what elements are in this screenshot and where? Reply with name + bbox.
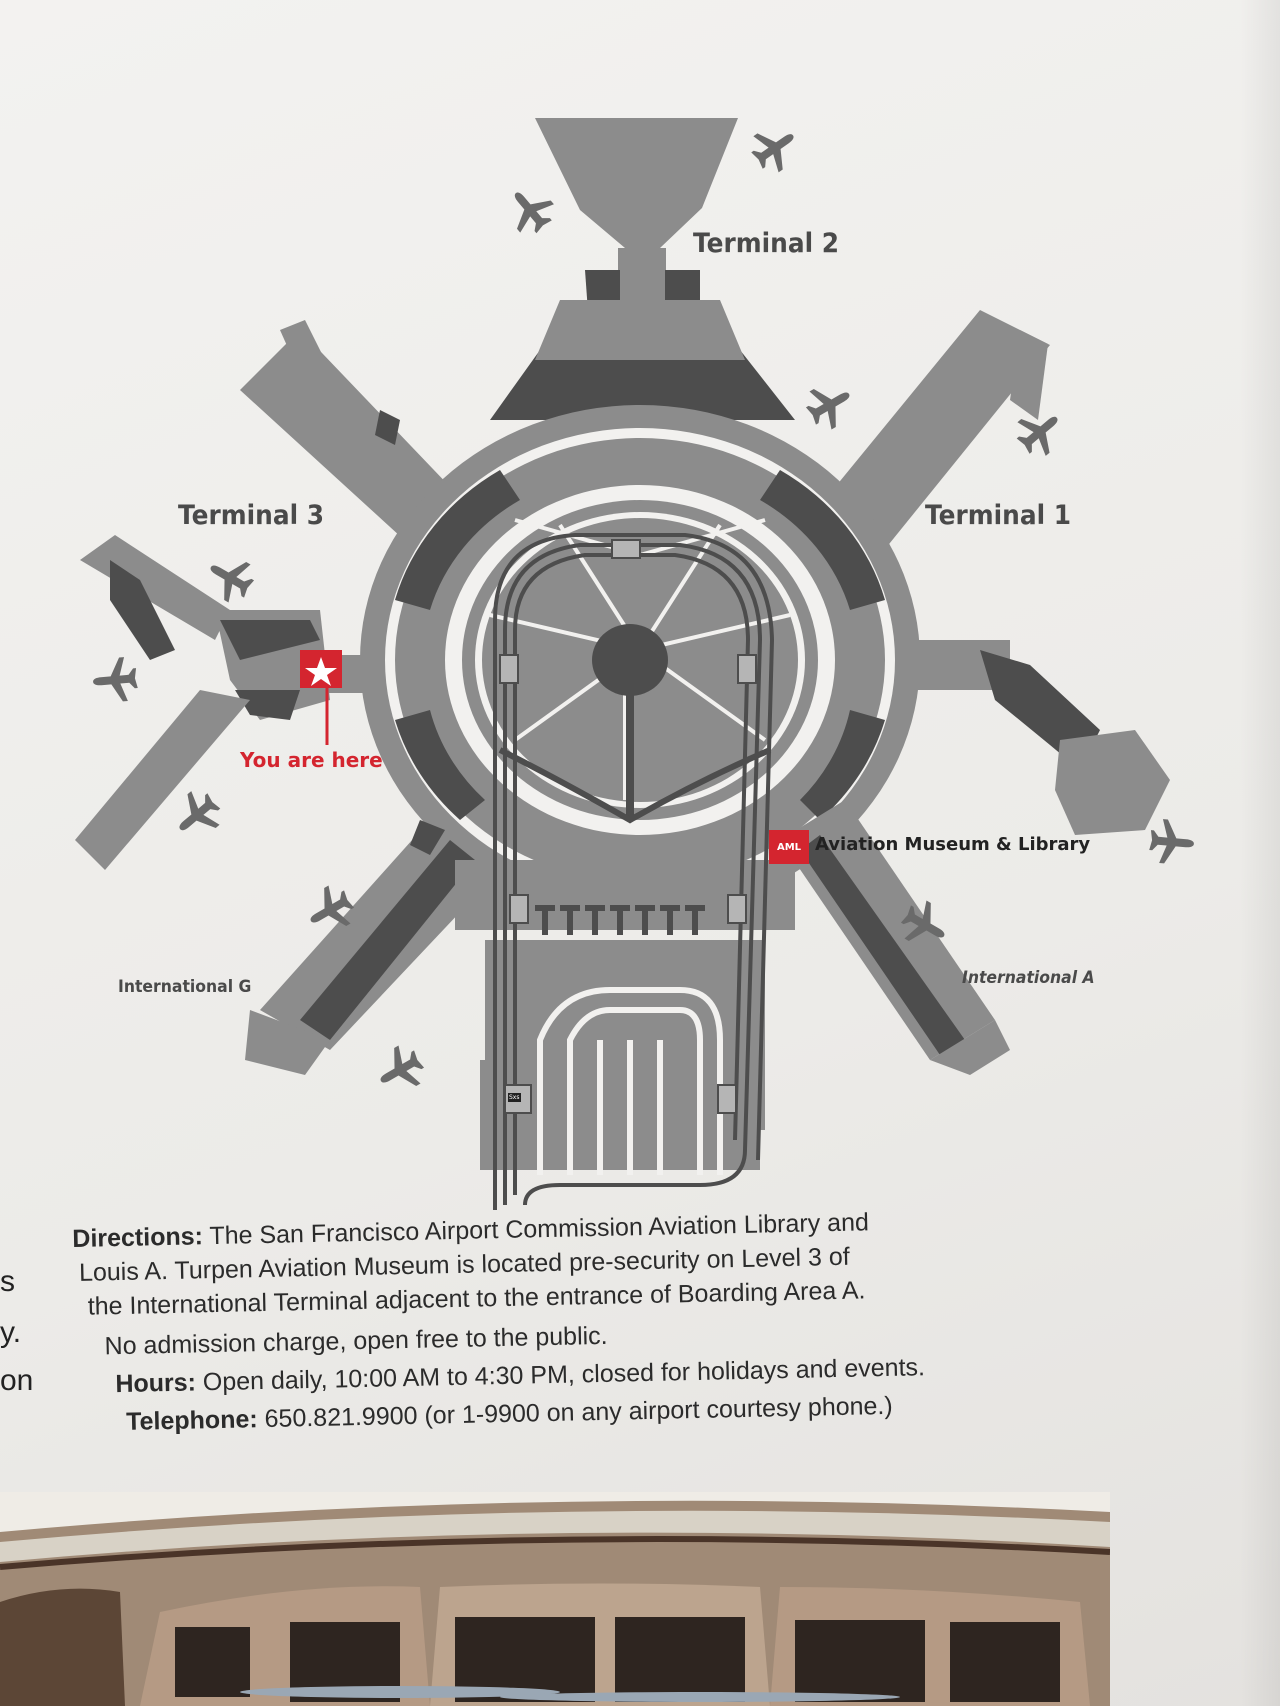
international-g-label: International G bbox=[118, 977, 252, 997]
margin-fragment-1: s bbox=[0, 1265, 15, 1298]
international-g-pier bbox=[245, 820, 495, 1075]
telephone-label: Telephone: bbox=[125, 1405, 258, 1436]
plane-icon-2 bbox=[499, 179, 561, 241]
margin-fragment-2: y. bbox=[0, 1316, 22, 1349]
plane-icon-1 bbox=[744, 117, 806, 179]
terminal-3-label: Terminal 3 bbox=[178, 500, 325, 531]
airtrain-stations bbox=[499, 539, 757, 1114]
plane-icon-4 bbox=[1009, 401, 1071, 463]
curbside-t-markers bbox=[535, 905, 705, 935]
international-a-pier bbox=[780, 800, 1010, 1075]
directions-block: Directions: The San Francisco Airport Co… bbox=[72, 1199, 1196, 1440]
international-terminal bbox=[455, 860, 795, 1175]
plane-icon-9 bbox=[369, 1039, 431, 1101]
plane-icon-11 bbox=[1148, 818, 1196, 866]
aml-badge: AML bbox=[769, 830, 809, 864]
margin-fragment-3: on bbox=[0, 1364, 34, 1397]
boarding-area-west bbox=[75, 535, 380, 870]
directions-heading: Directions: bbox=[72, 1222, 204, 1253]
boarding-area-east bbox=[880, 640, 1170, 835]
poster-edge-shadow bbox=[1240, 0, 1280, 1706]
plane-icon-6 bbox=[91, 656, 139, 704]
international-a-label: International A bbox=[962, 968, 1095, 988]
aviation-museum-label: Aviation Museum & Library bbox=[815, 834, 1091, 855]
museum-photo-art bbox=[0, 1492, 1110, 1706]
terminal-2-label: Terminal 2 bbox=[693, 228, 840, 259]
hours-label: Hours: bbox=[115, 1368, 197, 1399]
you-are-here-marker bbox=[300, 650, 342, 745]
terminal-2-pier bbox=[490, 118, 795, 420]
shuttle-badge: Sxs bbox=[508, 1093, 521, 1102]
plane-icon-7 bbox=[166, 784, 228, 846]
terminal-1-label: Terminal 1 bbox=[925, 500, 1072, 531]
museum-interior-photo bbox=[0, 1492, 1110, 1706]
you-are-here-label: You are here bbox=[240, 748, 383, 772]
plane-icon-3 bbox=[799, 374, 861, 436]
